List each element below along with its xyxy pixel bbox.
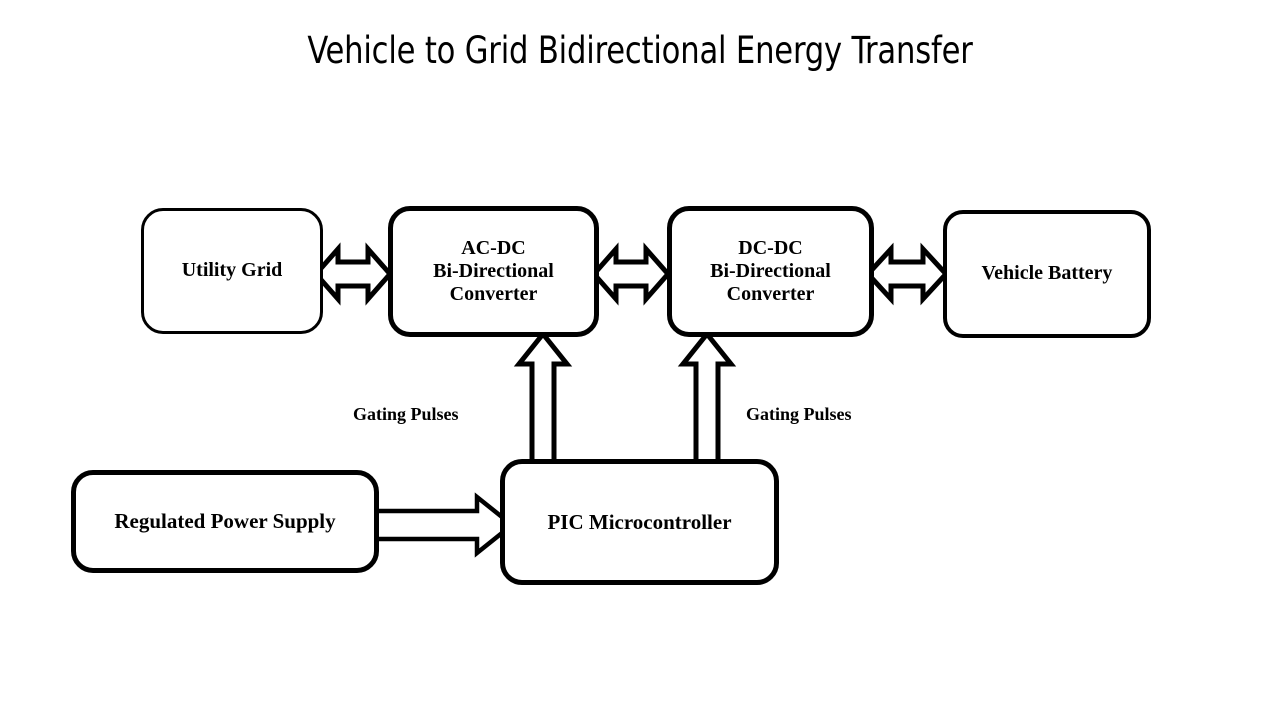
edge-label-gating-pulses-left: Gating Pulses bbox=[353, 404, 459, 424]
connector-pic-to-acdc bbox=[513, 330, 573, 475]
connector-dcdc-to-vehicle-battery bbox=[864, 242, 950, 306]
double-headed-block-arrow-icon bbox=[590, 242, 672, 306]
node-pic-microcontroller[interactable]: PIC Microcontroller bbox=[500, 459, 779, 585]
node-utility-grid-label: Utility Grid bbox=[181, 259, 283, 282]
double-headed-block-arrow-icon bbox=[312, 242, 394, 306]
edge-label-gating-pulses-right: Gating Pulses bbox=[746, 404, 852, 424]
node-utility-grid[interactable]: Utility Grid bbox=[141, 208, 323, 334]
node-regulated-power-supply-label: Regulated Power Supply bbox=[114, 509, 336, 534]
connector-pic-to-dcdc bbox=[677, 330, 737, 475]
connector-utility-grid-to-acdc bbox=[312, 242, 394, 306]
block-arrow-right-icon bbox=[369, 492, 516, 558]
node-acdc-converter[interactable]: AC-DC Bi-Directional Converter bbox=[388, 206, 599, 337]
node-regulated-power-supply[interactable]: Regulated Power Supply bbox=[71, 470, 379, 573]
connector-supply-to-pic bbox=[369, 492, 516, 558]
block-arrow-up-icon bbox=[513, 330, 573, 475]
node-pic-microcontroller-label: PIC Microcontroller bbox=[547, 509, 732, 534]
node-vehicle-battery[interactable]: Vehicle Battery bbox=[943, 210, 1151, 338]
node-dcdc-converter[interactable]: DC-DC Bi-Directional Converter bbox=[667, 206, 874, 337]
page-title: Vehicle to Grid Bidirectional Energy Tra… bbox=[307, 29, 973, 72]
node-vehicle-battery-label: Vehicle Battery bbox=[981, 262, 1113, 285]
node-acdc-converter-label: AC-DC Bi-Directional Converter bbox=[433, 236, 554, 306]
block-arrow-up-icon bbox=[677, 330, 737, 475]
connector-acdc-to-dcdc bbox=[590, 242, 672, 306]
double-headed-block-arrow-icon bbox=[864, 242, 950, 306]
node-dcdc-converter-label: DC-DC Bi-Directional Converter bbox=[710, 236, 831, 306]
